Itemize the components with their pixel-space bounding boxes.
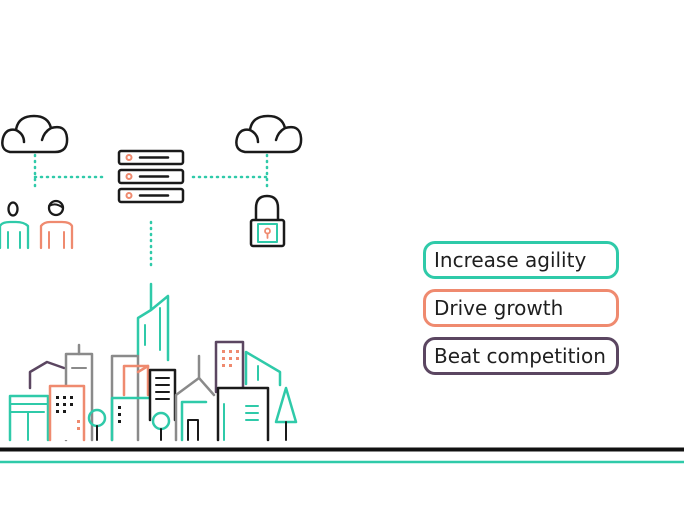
benefit-label: Drive growth <box>434 296 564 320</box>
cloud-icon <box>235 114 303 154</box>
benefit-pill-beat-competition: Beat competition <box>423 337 619 375</box>
benefit-pill-drive-growth: Drive growth <box>423 289 619 327</box>
city-skyline-illustration <box>8 282 298 442</box>
user-icon <box>0 201 30 250</box>
user-icon <box>39 199 74 250</box>
padlock-icon <box>249 194 286 248</box>
dotted-connector <box>33 153 269 270</box>
server-stack-icon <box>117 149 185 204</box>
benefit-label: Increase agility <box>434 248 587 272</box>
benefit-pill-increase-agility: Increase agility <box>423 241 619 279</box>
benefit-label: Beat competition <box>434 344 606 368</box>
cloud-icon <box>1 114 69 154</box>
